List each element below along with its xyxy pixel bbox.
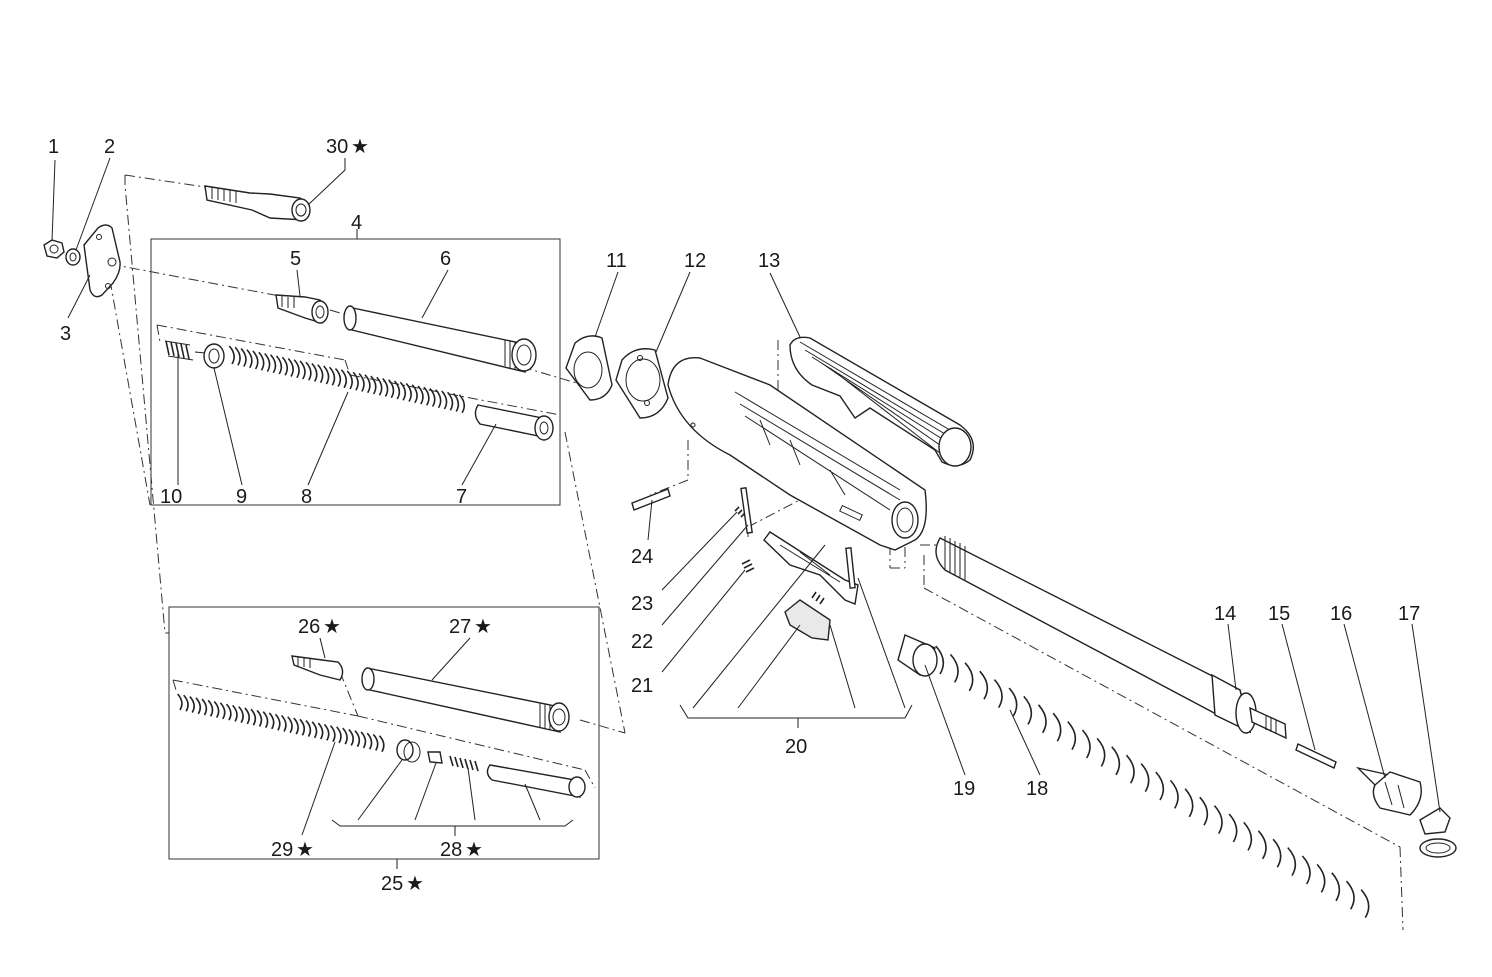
part-20-latch-assembly — [763, 531, 859, 641]
label-12: 12 — [684, 250, 706, 272]
star-30: ★ — [351, 136, 369, 158]
label-2: 2 — [104, 136, 115, 158]
part-16-cap — [1355, 766, 1422, 816]
label-23: 23 — [631, 593, 653, 615]
label-16: 16 — [1330, 603, 1352, 625]
part-2-washer — [65, 248, 81, 266]
part-24-pin — [631, 488, 671, 511]
label-30: 30 — [326, 136, 348, 158]
part-forend-body — [667, 357, 927, 551]
label-21: 21 — [631, 675, 653, 697]
part-9-bushing — [194, 343, 225, 369]
label-26: 26 — [298, 616, 320, 638]
part-29-spring — [176, 693, 385, 753]
label-28: 28 — [440, 839, 462, 861]
part-7-tube — [474, 404, 554, 441]
part-26-bolt — [291, 655, 344, 681]
part-labels: 1 2 3 30 ★ 4 5 6 10 9 8 7 11 12 13 24 23… — [48, 136, 1420, 895]
label-20: 20 — [785, 736, 807, 758]
label-10: 10 — [160, 486, 182, 508]
star-26: ★ — [323, 616, 341, 638]
part-12-flange — [615, 348, 669, 419]
label-8: 8 — [301, 486, 312, 508]
label-19: 19 — [953, 778, 975, 800]
label-6: 6 — [440, 248, 451, 270]
part-19-ring — [897, 634, 938, 677]
assembly-box-4 — [150, 229, 561, 506]
alignment-lines — [109, 174, 1404, 931]
part-11-gasket — [565, 335, 613, 401]
star-29: ★ — [296, 839, 314, 861]
part-21-spring — [741, 559, 755, 573]
label-5: 5 — [290, 248, 301, 270]
star-27: ★ — [474, 616, 492, 638]
label-4: 4 — [351, 212, 362, 234]
label-17: 17 — [1398, 603, 1420, 625]
part-10-spring — [164, 340, 194, 361]
part-28-components — [396, 739, 586, 798]
part-13-cover — [789, 336, 974, 467]
part-27-tube — [361, 667, 570, 733]
leader-lines — [51, 157, 1441, 836]
label-7: 7 — [456, 486, 467, 508]
label-29: 29 — [271, 839, 293, 861]
star-28: ★ — [465, 839, 483, 861]
label-9: 9 — [236, 486, 247, 508]
part-8-spring — [228, 345, 466, 414]
label-24: 24 — [631, 546, 653, 568]
star-25: ★ — [406, 873, 424, 895]
label-25: 25 — [381, 873, 403, 895]
label-14: 14 — [1214, 603, 1236, 625]
part-30-bolt — [204, 185, 311, 222]
label-11: 11 — [606, 250, 627, 272]
part-6-tube — [343, 305, 537, 373]
part-3-plate — [83, 224, 121, 298]
label-22: 22 — [631, 631, 653, 653]
label-15: 15 — [1268, 603, 1290, 625]
label-3: 3 — [60, 323, 71, 345]
part-15-pin — [1295, 743, 1337, 769]
label-18: 18 — [1026, 778, 1048, 800]
part-5-bolt — [275, 294, 329, 324]
part-14-tube — [935, 536, 1287, 740]
label-27: 27 — [449, 616, 471, 638]
label-1: 1 — [48, 136, 59, 158]
part-17-swivel — [1419, 807, 1457, 858]
part-18-spring — [935, 645, 1370, 919]
label-13: 13 — [758, 250, 780, 272]
assembly-box-25 — [168, 606, 600, 869]
part-1-nut — [43, 239, 65, 259]
part-22-pin — [740, 487, 753, 534]
